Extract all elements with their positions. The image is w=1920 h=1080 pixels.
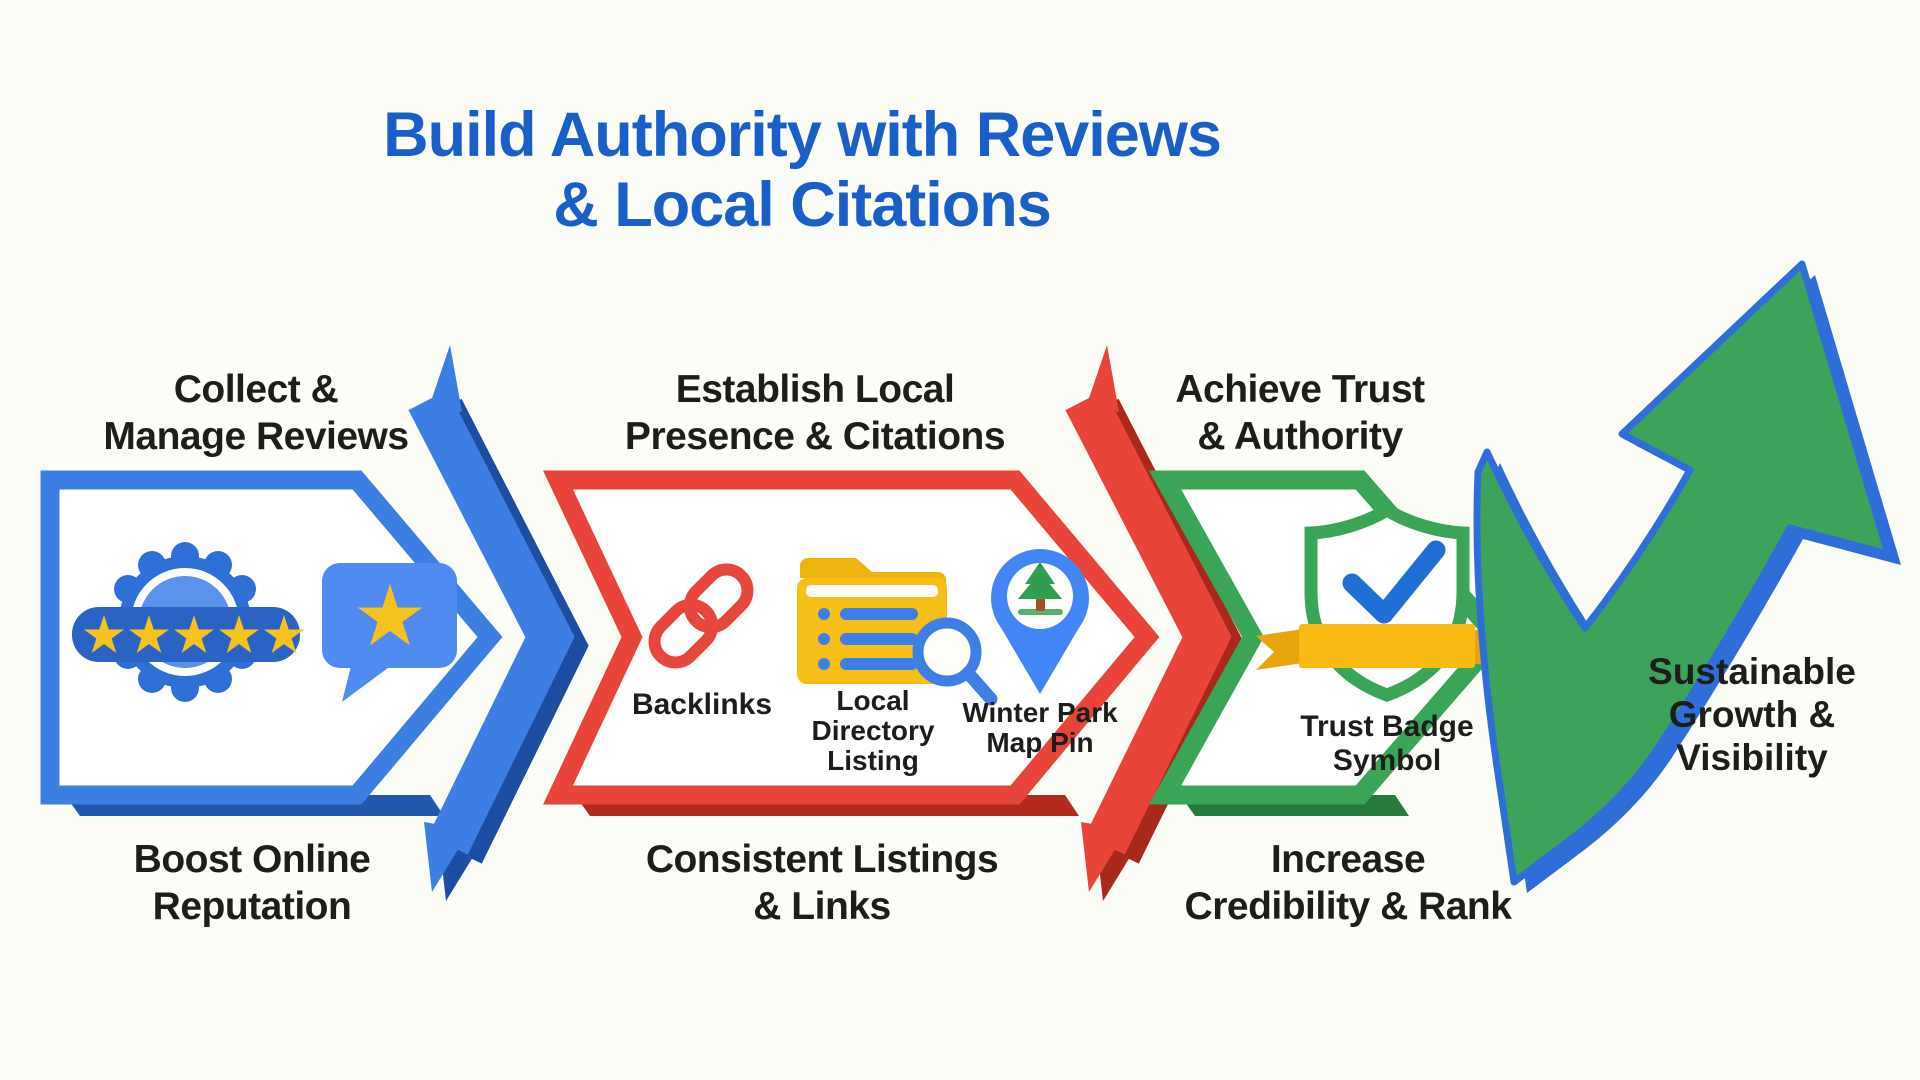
stage2-bottom-line2: & Links: [753, 885, 891, 928]
review-bubble-icon: [322, 563, 457, 702]
stage2-arrowhead-top-tip: [1085, 345, 1119, 412]
outcome-line1: Sustainable: [1648, 651, 1856, 692]
stage3-top-label: Achieve Trust & Authority: [1175, 366, 1425, 460]
stage3-bottom-line2: Credibility & Rank: [1184, 885, 1512, 928]
outcome-line2: Growth &: [1668, 694, 1836, 735]
trust-badge-label: Trust Badge Symbol: [1300, 710, 1473, 778]
outcome-line3: Visibility: [1676, 737, 1828, 778]
pine-tree-icon: [1018, 562, 1063, 615]
map-pin-line2: Map Pin: [986, 727, 1094, 758]
stage1-arrowhead-tail: [424, 822, 470, 892]
stage2-arrow-banner: [543, 345, 1246, 901]
stage1-top-line1: Collect &: [173, 368, 339, 411]
checkmark-icon: [1342, 540, 1446, 624]
directory-folder-icon: [797, 558, 998, 706]
outcome-label: Sustainable Growth & Visibility: [1648, 650, 1856, 779]
stage2-arrowhead: [1065, 389, 1232, 855]
stage1-top-label: Collect & Manage Reviews: [103, 366, 409, 460]
trust-badge-line2: Symbol: [1332, 744, 1442, 777]
backlinks-text: Backlinks: [631, 688, 773, 721]
stage1-bottom-label: Boost Online Reputation: [134, 836, 371, 930]
trust-shield-icon: [1256, 502, 1518, 702]
directory-label: Local Directory Listing: [812, 686, 935, 776]
title-line2: & Local Citations: [553, 170, 1052, 240]
stage1-top-line2: Manage Reviews: [103, 415, 409, 458]
page-title: Build Authority with Reviews & Local Cit…: [383, 100, 1222, 240]
stage2-bottom-line1: Consistent Listings: [645, 838, 999, 881]
stage2-top-line2: Presence & Citations: [624, 415, 1006, 458]
stage3-bottom-line1: Increase: [1270, 838, 1426, 881]
stage3-top-line1: Achieve Trust: [1175, 368, 1425, 411]
directory-line1: Local: [836, 685, 910, 716]
backlinks-label: Backlinks: [632, 688, 772, 722]
stage2-arrowhead-tail: [1081, 822, 1127, 892]
stage3-bottom-label: Increase Credibility & Rank: [1185, 836, 1512, 930]
stage1-arrowhead: [408, 389, 575, 855]
magnifier-icon: [912, 617, 998, 706]
directory-line3: Listing: [827, 745, 919, 776]
map-pin-line1: Winter Park: [962, 697, 1118, 728]
growth-arrow-body: [1473, 260, 1892, 886]
stage3-top-line2: & Authority: [1197, 415, 1403, 458]
title-line1: Build Authority with Reviews: [383, 100, 1222, 170]
stage1-bottom-line1: Boost Online: [133, 838, 371, 881]
stage2-bottom-label: Consistent Listings & Links: [645, 836, 999, 930]
map-pin-label: Winter Park Map Pin: [962, 698, 1117, 758]
trust-badge-line1: Trust Badge: [1300, 710, 1474, 743]
growth-arrow-icon: [1473, 260, 1901, 893]
stage2-top-label: Establish Local Presence & Citations: [624, 366, 1006, 460]
map-pin-icon: [991, 549, 1089, 694]
backlink-chain-icon: [648, 563, 754, 669]
directory-line2: Directory: [811, 715, 935, 746]
review-badge-icon: [72, 542, 304, 702]
stage1-arrowhead-top-tip: [428, 345, 462, 412]
stage2-top-line1: Establish Local: [675, 368, 955, 411]
stage1-bottom-line2: Reputation: [152, 885, 352, 928]
